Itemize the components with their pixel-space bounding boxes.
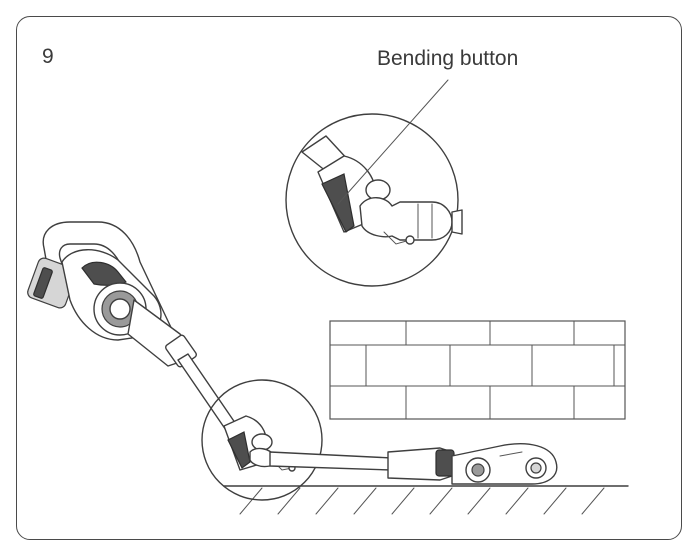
bend-joint-circle — [201, 379, 323, 501]
step-number: 9 — [42, 45, 54, 68]
callout-leader-line — [337, 79, 449, 205]
brick-wall — [329, 320, 626, 420]
bending-button-label: Bending button — [377, 47, 519, 70]
magnified-detail-circle — [285, 113, 463, 287]
lower-tube — [269, 451, 393, 471]
floor-head — [387, 443, 558, 485]
figure-frame — [16, 16, 682, 540]
vacuum-body — [27, 221, 197, 368]
floor — [223, 485, 629, 515]
